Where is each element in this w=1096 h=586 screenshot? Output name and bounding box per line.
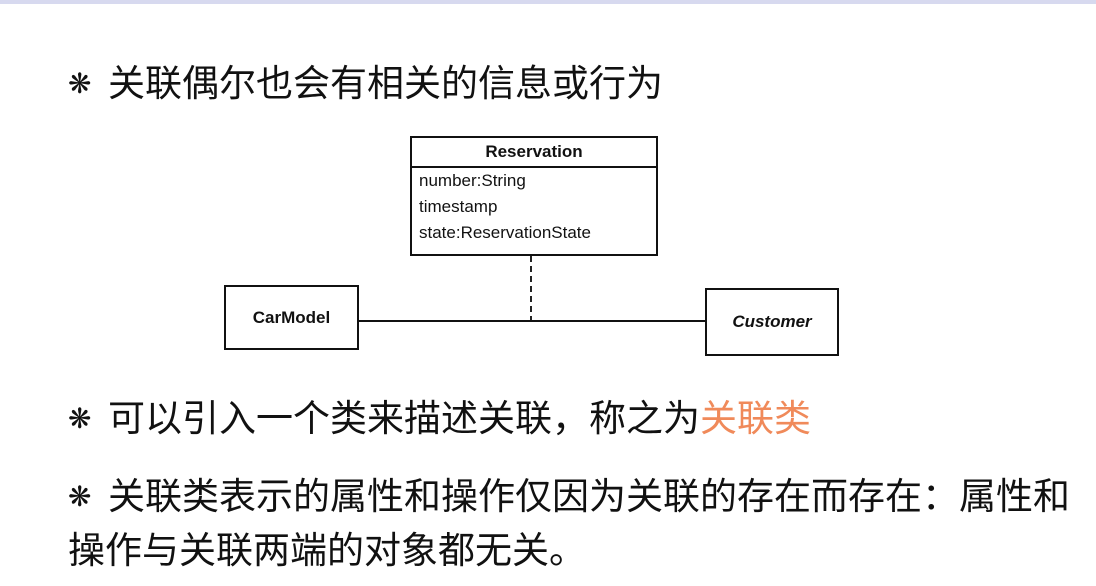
highlight-term: 关联类 xyxy=(700,397,811,440)
bullet-text: 关联偶尔也会有相关的信息或行为 xyxy=(108,62,663,105)
bullet-line-3: ❋关联类表示的属性和操作仅因为关联的存在而存在：属性和操作与关联两端的对象都无关… xyxy=(68,470,1078,578)
association-line xyxy=(357,320,706,322)
bullet-line-1: ❋ 关联偶尔也会有相关的信息或行为 xyxy=(68,60,663,108)
class-attribute: timestamp xyxy=(419,197,498,216)
snowflake-bullet-icon: ❋ xyxy=(68,67,92,100)
class-name: Customer xyxy=(732,312,812,331)
snowflake-bullet-icon: ❋ xyxy=(68,480,92,513)
reservation-class-box: Reservation number:String timestamp stat… xyxy=(410,136,658,256)
carmodel-class-box: CarModel xyxy=(224,285,359,350)
snowflake-bullet-icon: ❋ xyxy=(68,402,92,435)
customer-class-box: Customer xyxy=(705,288,839,356)
class-name: Reservation xyxy=(412,138,656,168)
class-attribute: state:ReservationState xyxy=(419,223,591,242)
bullet-text: 可以引入一个类来描述关联，称之为 xyxy=(108,397,700,440)
class-name: CarModel xyxy=(252,307,331,327)
top-accent-bar xyxy=(0,0,1096,4)
class-attribute: number:String xyxy=(419,171,526,190)
association-class-dashed-link xyxy=(530,256,532,322)
bullet-line-2: ❋ 可以引入一个类来描述关联，称之为关联类 xyxy=(68,395,811,443)
bullet-text: 关联类表示的属性和操作仅因为关联的存在而存在：属性和操作与关联两端的对象都无关。 xyxy=(68,475,1070,572)
